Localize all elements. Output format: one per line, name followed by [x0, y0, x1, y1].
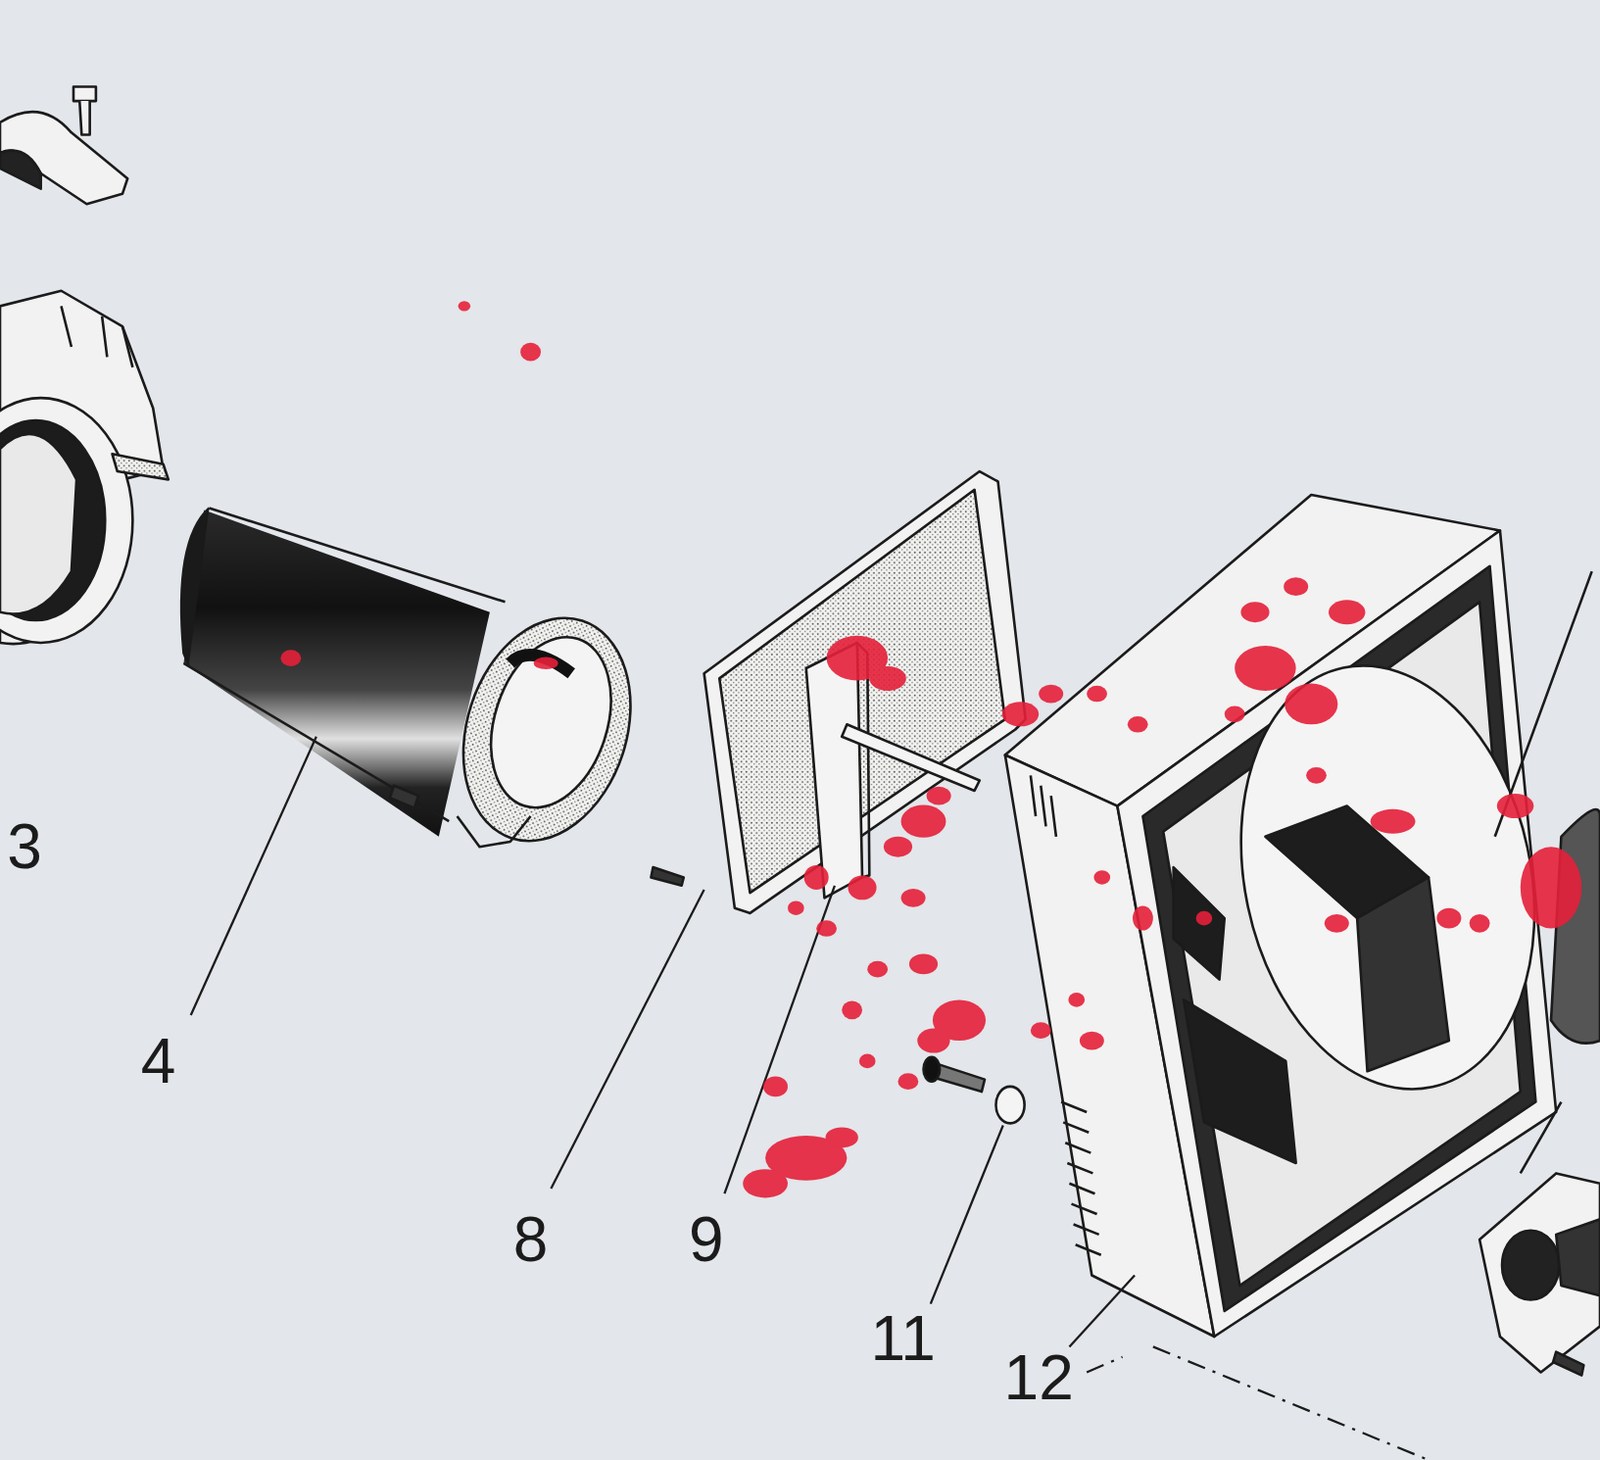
callout-number: 9 [688, 1208, 725, 1271]
callout-number: 12 [1004, 1346, 1074, 1409]
cover-plate [650, 471, 1025, 914]
callout-number: 8 [513, 1208, 549, 1271]
fan-housing [1005, 494, 1600, 1337]
burner-housing [0, 290, 169, 644]
screw-washer [923, 1057, 1025, 1124]
stain [280, 300, 1582, 1198]
callout-number: 3 [6, 815, 43, 878]
flame-tube [181, 508, 658, 864]
callout-number: 11 [870, 1307, 935, 1370]
nozzle-fitting [1479, 571, 1600, 1375]
clamp [0, 87, 128, 205]
callout-number: 4 [141, 1029, 177, 1093]
leader-lines [191, 736, 1429, 1460]
